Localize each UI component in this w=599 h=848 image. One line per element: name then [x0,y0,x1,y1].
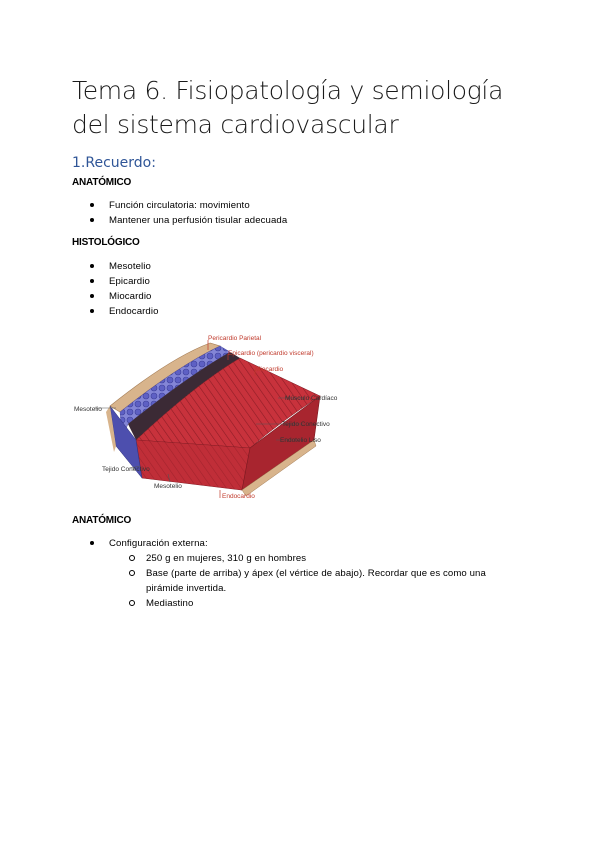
bullet-icon [90,203,94,207]
miocardio-top-surface [135,357,321,449]
bullet-icon [90,218,94,222]
anatomico-list-2: Configuración externa: 250 g en mujeres,… [90,536,510,611]
list-item: Mesotelio [90,259,159,274]
list-item: Función circulatoria: movimiento [90,198,287,213]
page-title: Tema 6. Fisiopatología y semiología del … [72,76,504,139]
bullet-icon [90,279,94,283]
list-item: Miocardio [90,289,159,304]
label-musculo-cardiaco: Músculo Cardíaco [285,395,338,402]
heart-wall-illustration: Pericardio Parietal Epicardio (pericardi… [74,335,338,500]
bullet-icon [90,541,94,545]
anatomico-heading-2: ANATÓMICO [72,515,132,526]
endocardio-layer [241,439,317,497]
list-item: Configuración externa: 250 g en mujeres,… [90,536,510,611]
label-pericardio-parietal: Pericardio Parietal [208,335,262,342]
label-tejido-conectivo-left: Tejido Conectivo [102,466,150,473]
circle-bullet-icon [129,555,135,561]
bullet-icon [90,264,94,268]
label-endocardio: Endocardio [222,493,255,500]
label-endotelio-liso: Endotelio Liso [280,437,321,444]
bullet-icon [90,309,94,313]
anatomico-heading-1: ANATÓMICO [72,177,132,188]
histologico-heading: HISTOLÓGICO [72,237,140,248]
list-item: Mantener una perfusión tisular adecuada [90,213,287,228]
sub-list-item: Base (parte de arriba) y ápex (el vértic… [129,566,510,596]
section-heading: 1.Recuerdo: [72,155,156,171]
circle-bullet-icon [129,570,135,576]
mesotelio-front [109,405,143,479]
bullet-icon [90,294,94,298]
label-epicardio: Epicardio (pericardio visceral) [228,350,314,357]
anatomico-list-1: Función circulatoria: movimiento Mantene… [90,198,287,228]
sub-list-item: Mediastino [129,596,510,611]
pericardio-front [106,406,116,452]
sub-list: 250 g en mujeres, 310 g en hombres Base … [129,551,510,611]
circle-bullet-icon [129,600,135,606]
label-tejido-conectivo-right: Tejido Conectivo [282,421,330,428]
list-item: Epicardio [90,274,159,289]
sub-list-item: 250 g en mujeres, 310 g en hombres [129,551,510,566]
label-miocardio: Miocardio [255,366,284,373]
list-item: Endocardio [90,304,159,319]
label-mesotelio-bottom: Mesotelio [154,483,182,490]
label-mesotelio-left: Mesotelio [74,406,102,413]
histologico-list: Mesotelio Epicardio Miocardio Endocardio [90,259,159,319]
tejido-conectivo-layer [128,352,240,440]
